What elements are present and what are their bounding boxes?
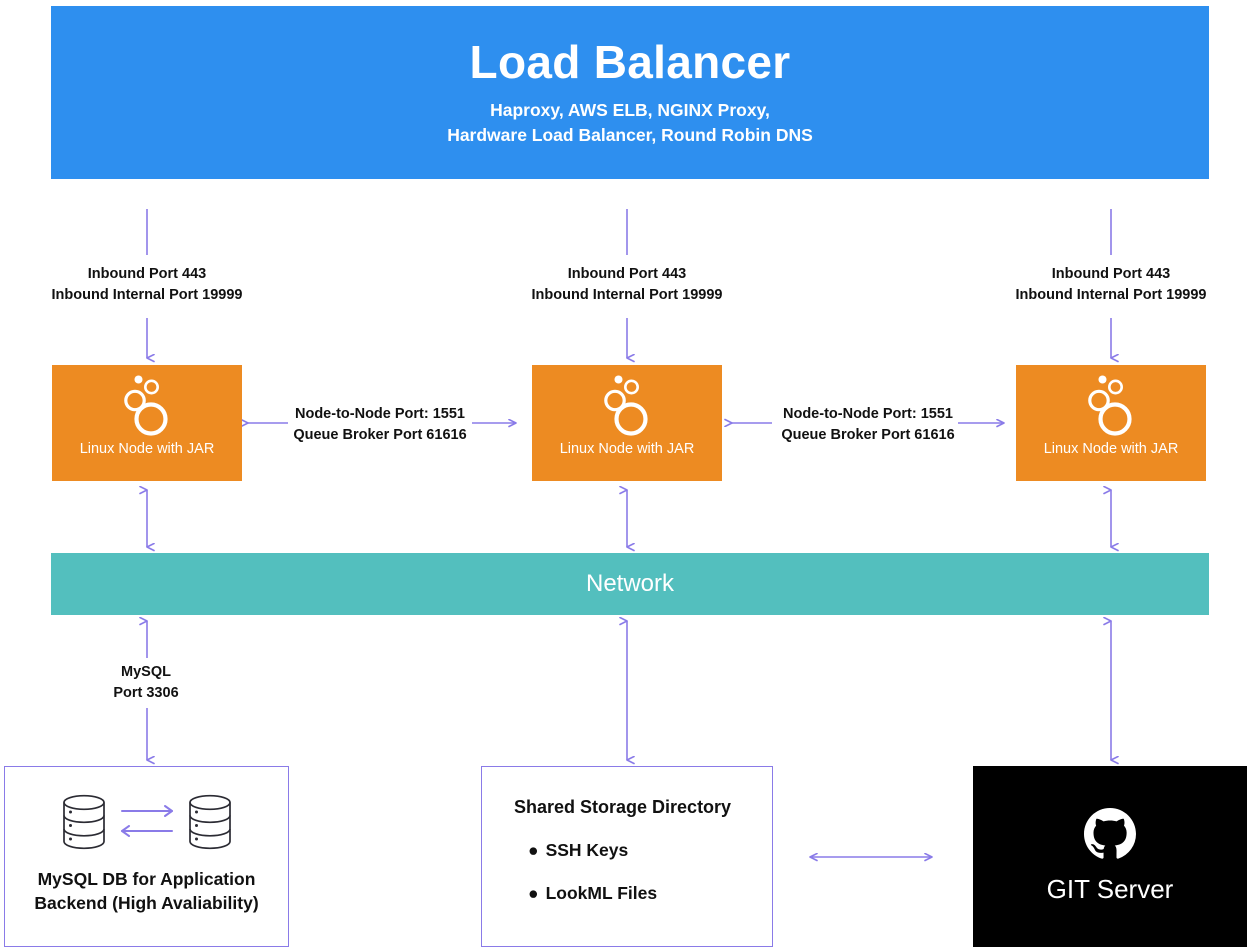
- inbound-label-node-3: Inbound Port 443 Inbound Internal Port 1…: [961, 264, 1251, 305]
- linux-node-caption-3: Linux Node with JAR: [1043, 441, 1179, 457]
- node-link-1-line2: Queue Broker Port 61616: [293, 426, 467, 443]
- looker-logo-icon: [604, 375, 648, 436]
- inbound-label-3-line1: Inbound Port 443: [1051, 266, 1171, 282]
- github-octocat-icon: [1084, 808, 1136, 859]
- inbound-label-node-1: Inbound Port 443 Inbound Internal Port 1…: [0, 264, 297, 305]
- linux-node-card-1: Linux Node with JAR: [52, 365, 242, 481]
- inbound-label-2-line2: Inbound Internal Port 19999: [531, 286, 723, 303]
- node-link-2-line1: Node-to-Node Port: 1551: [783, 406, 953, 422]
- mysql-link-label: MySQL Port 3306: [81, 662, 211, 703]
- mysql-link-line2: Port 3306: [113, 684, 179, 701]
- looker-logo-icon: [124, 375, 168, 436]
- linux-node-caption-1: Linux Node with JAR: [79, 441, 215, 457]
- linux-node-card-2: Linux Node with JAR: [532, 365, 722, 481]
- storage-item-0-label: SSH Keys: [545, 840, 629, 860]
- load-balancer-title: Load Balancer: [469, 35, 791, 88]
- shared-storage-title: Shared Storage Directory: [514, 797, 732, 817]
- node-link-label-1: Node-to-Node Port: 1551 Queue Broker Por…: [265, 404, 495, 445]
- load-balancer-subtitle-line1: Haproxy, AWS ELB, NGINX Proxy,: [490, 99, 770, 120]
- load-balancer-box: Load Balancer Haproxy, AWS ELB, NGINX Pr…: [51, 6, 1209, 179]
- linux-node-card-3: Linux Node with JAR: [1016, 365, 1206, 481]
- bullet-icon: ●: [528, 883, 539, 903]
- load-balancer-subtitle-line2: Hardware Load Balancer, Round Robin DNS: [447, 124, 813, 145]
- network-bar: Network: [51, 553, 1209, 615]
- git-server-box: GIT Server: [973, 766, 1247, 947]
- storage-item-1-label: LookML Files: [545, 883, 658, 903]
- linux-node-caption-2: Linux Node with JAR: [559, 441, 695, 457]
- storage-item-lookml-files: ● LookML Files: [528, 883, 772, 904]
- inbound-label-node-2: Inbound Port 443 Inbound Internal Port 1…: [477, 264, 777, 305]
- inbound-label-1-line2: Inbound Internal Port 19999: [51, 286, 243, 303]
- mysql-db-caption: MySQL DB for Application Backend (High A…: [34, 867, 258, 915]
- bullet-icon: ●: [528, 840, 539, 860]
- database-replication-icon: [62, 794, 231, 850]
- mysql-caption-line1: MySQL DB for Application: [37, 869, 256, 889]
- mysql-db-box: MySQL DB for Application Backend (High A…: [4, 766, 289, 947]
- git-server-caption: GIT Server: [1046, 874, 1174, 904]
- mysql-link-line1: MySQL: [121, 664, 171, 680]
- node-link-label-2: Node-to-Node Port: 1551 Queue Broker Por…: [753, 404, 983, 445]
- node-link-1-line1: Node-to-Node Port: 1551: [295, 406, 465, 422]
- inbound-label-2-line1: Inbound Port 443: [567, 266, 687, 282]
- network-label: Network: [585, 570, 675, 597]
- inbound-label-3-line2: Inbound Internal Port 19999: [1015, 286, 1207, 303]
- looker-logo-icon: [1088, 375, 1132, 436]
- storage-item-ssh-keys: ● SSH Keys: [528, 840, 772, 861]
- mysql-caption-line2: Backend (High Avaliability): [34, 893, 259, 914]
- inbound-label-1-line1: Inbound Port 443: [87, 266, 207, 282]
- node-link-2-line2: Queue Broker Port 61616: [781, 426, 955, 443]
- shared-storage-box: Shared Storage Directory ● SSH Keys ● Look…: [481, 766, 773, 947]
